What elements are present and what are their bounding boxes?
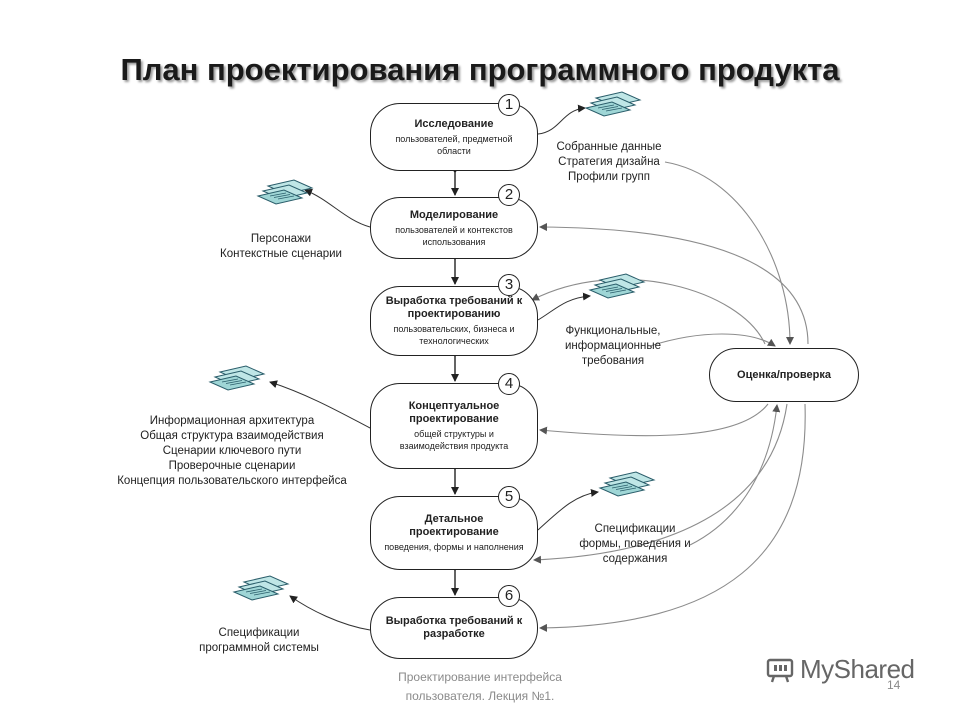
stage-number-badge: 1 bbox=[498, 94, 520, 116]
stage-subtitle: поведения, формы и наполнения bbox=[384, 542, 524, 552]
arrow-out-5 bbox=[537, 488, 599, 531]
stage-conceptual-design: Концептуальное проектирование общей стру… bbox=[370, 383, 538, 469]
output-line: формы, поведения и bbox=[579, 538, 691, 550]
output-line: Стратегия дизайна bbox=[558, 156, 660, 168]
output-modeling: Персонажи Контекстные сценарии bbox=[206, 232, 356, 262]
output-line: программной системы bbox=[199, 642, 319, 654]
stage-modeling: Моделирование пользователей и контекстов… bbox=[370, 197, 538, 259]
document-stack-icon bbox=[208, 365, 266, 391]
stage-subtitle: общей структуры и взаимодействия продукт… bbox=[399, 429, 509, 451]
stage-subtitle: пользователей и контекстов использования bbox=[395, 224, 513, 247]
feedback-6-out bbox=[539, 403, 806, 632]
evaluation-node: Оценка/проверка bbox=[709, 348, 859, 402]
slide-footer: Проектирование интерфейса пользователя. … bbox=[340, 668, 620, 706]
arrow-out-4 bbox=[269, 380, 371, 429]
output-requirements: Функциональные, информационные требовани… bbox=[552, 324, 674, 369]
output-line: Контекстные сценарии bbox=[220, 248, 342, 260]
output-line: Собранные данные bbox=[556, 141, 662, 153]
stage-heading: Выработка требований к проектированию bbox=[385, 295, 523, 320]
stage-number-badge: 4 bbox=[498, 373, 520, 395]
watermark-text: MyShared bbox=[800, 654, 915, 684]
feedback-5-out bbox=[533, 403, 788, 564]
stage-heading: Моделирование bbox=[409, 208, 499, 221]
stage-subtitle: пользовательских, бизнеса и технологичес… bbox=[393, 324, 515, 346]
document-stack-icon bbox=[232, 575, 290, 601]
document-stack-icon bbox=[584, 91, 642, 117]
arrow-out-1 bbox=[537, 104, 586, 135]
stage-heading: Концептуальное проектирование bbox=[408, 400, 500, 425]
feedback-3-out bbox=[531, 278, 766, 345]
stage-number-badge: 3 bbox=[498, 274, 520, 296]
output-line: Спецификации bbox=[594, 523, 676, 535]
stage-requirements: Выработка требований к проектированию по… bbox=[370, 286, 538, 356]
stage-heading: Исследование bbox=[414, 117, 494, 130]
stage-number-badge: 5 bbox=[498, 486, 520, 508]
output-detailed: Спецификации формы, поведения и содержан… bbox=[574, 522, 696, 567]
output-dev-requirements: Спецификации программной системы bbox=[184, 626, 334, 656]
feedback-1-in bbox=[664, 161, 794, 345]
feedback-3-in bbox=[649, 333, 776, 347]
page-title: План проектирования программного продукт… bbox=[120, 52, 840, 87]
output-line: Профили групп bbox=[568, 171, 650, 183]
output-line: Концепция пользовательского интерфейса bbox=[117, 475, 347, 487]
document-stack-icon bbox=[598, 471, 656, 497]
output-conceptual: Информационная архитектура Общая структу… bbox=[96, 414, 368, 489]
output-line: содержания bbox=[602, 553, 668, 565]
output-line: Проверочные сценарии bbox=[168, 460, 296, 472]
stage-subtitle: пользователей, предметной области bbox=[395, 133, 513, 156]
stage-heading: Детальное проектирование bbox=[409, 513, 499, 538]
page-number: 14 bbox=[887, 678, 901, 692]
myshared-logo-icon bbox=[766, 658, 794, 682]
output-line: требования bbox=[581, 355, 645, 367]
footer-line: Проектирование интерфейса bbox=[398, 670, 562, 684]
watermark: MyShared bbox=[766, 654, 915, 685]
footer-line: пользователя. Лекция №1. bbox=[405, 689, 555, 703]
stage-number-badge: 6 bbox=[498, 585, 520, 607]
output-line: Спецификации bbox=[218, 627, 300, 639]
output-line: Общая структура взаимодействия bbox=[140, 430, 324, 442]
feedback-5-in bbox=[689, 404, 781, 546]
feedback-2-out bbox=[539, 223, 809, 345]
output-line: Персонажи bbox=[250, 233, 312, 245]
arrow-out-2 bbox=[304, 188, 371, 228]
output-line: Функциональные, bbox=[565, 325, 661, 337]
output-line: информационные bbox=[564, 340, 662, 352]
output-line: Информационная архитектура bbox=[149, 415, 315, 427]
document-stack-icon bbox=[256, 179, 314, 205]
document-stack-icon bbox=[588, 273, 646, 299]
stage-dev-requirements: Выработка требований к разработке bbox=[370, 597, 538, 659]
feedback-4-out bbox=[539, 403, 769, 437]
stage-number-badge: 2 bbox=[498, 184, 520, 206]
output-research: Собранные данные Стратегия дизайна Профи… bbox=[550, 140, 668, 185]
stage-heading: Выработка требований к разработке bbox=[385, 615, 523, 640]
arrow-out-6 bbox=[289, 595, 371, 631]
arrow-out-3 bbox=[537, 292, 591, 321]
output-line: Сценарии ключевого пути bbox=[162, 445, 302, 457]
stage-detailed-design: Детальное проектирование поведения, форм… bbox=[370, 496, 538, 570]
